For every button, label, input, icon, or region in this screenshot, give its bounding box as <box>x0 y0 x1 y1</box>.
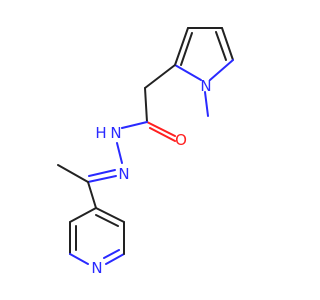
molecule-diagram: N H N N O N <box>57 27 234 277</box>
bond-n-methyl <box>204 91 209 117</box>
pyrrole-ring <box>174 27 234 117</box>
hydrazone-n-label: N <box>118 165 129 183</box>
bond-ring-ch2 <box>144 64 176 89</box>
hydrazide-n-label: N <box>110 124 121 142</box>
bond-imine-pyridine <box>87 181 97 209</box>
bond-c4-c5 <box>221 27 234 61</box>
pyridine-nitrogen: N <box>91 259 102 277</box>
bond-c5-n <box>209 59 234 81</box>
bond-imine-methyl <box>57 164 89 183</box>
bond-py-n-c6-double <box>103 249 120 259</box>
bond-py-c4-c3 <box>69 207 97 223</box>
carbonyl-o-label: O <box>175 131 187 149</box>
bond-c2-c3 <box>174 27 189 66</box>
hydrazide-nh: H N <box>95 124 121 142</box>
bond-carbonyl-o-1 <box>146 121 176 137</box>
hydrazone-nitrogen: N <box>118 165 129 183</box>
bond-c4-c5-double <box>215 31 227 61</box>
carbonyl-oxygen: O <box>175 131 187 149</box>
pyridine-ring <box>69 207 125 265</box>
bond-n-n <box>116 142 123 164</box>
bond-py-c5-c4 <box>95 207 125 223</box>
bond-ch2-carbonyl <box>144 87 148 123</box>
side-chain <box>57 64 176 209</box>
bond-py-c2-n <box>69 253 89 265</box>
pyrrole-nitrogen: N <box>200 77 211 95</box>
bond-c2-c3-double <box>180 32 193 66</box>
bond-carbonyl-nh <box>121 121 148 129</box>
bond-py-n-c6 <box>105 253 125 265</box>
bond-carbonyl-o-2 <box>149 127 176 142</box>
bond-n-c-imine-1 <box>87 175 117 183</box>
bond-n-c-imine-2 <box>88 169 116 177</box>
pyrrole-nitrogen-label: N <box>200 77 211 95</box>
bond-py-c5-c4-double <box>95 214 119 227</box>
pyridine-n-label: N <box>91 259 102 277</box>
bond-n-c2 <box>174 64 202 81</box>
hydrazide-h-label: H <box>95 124 106 142</box>
